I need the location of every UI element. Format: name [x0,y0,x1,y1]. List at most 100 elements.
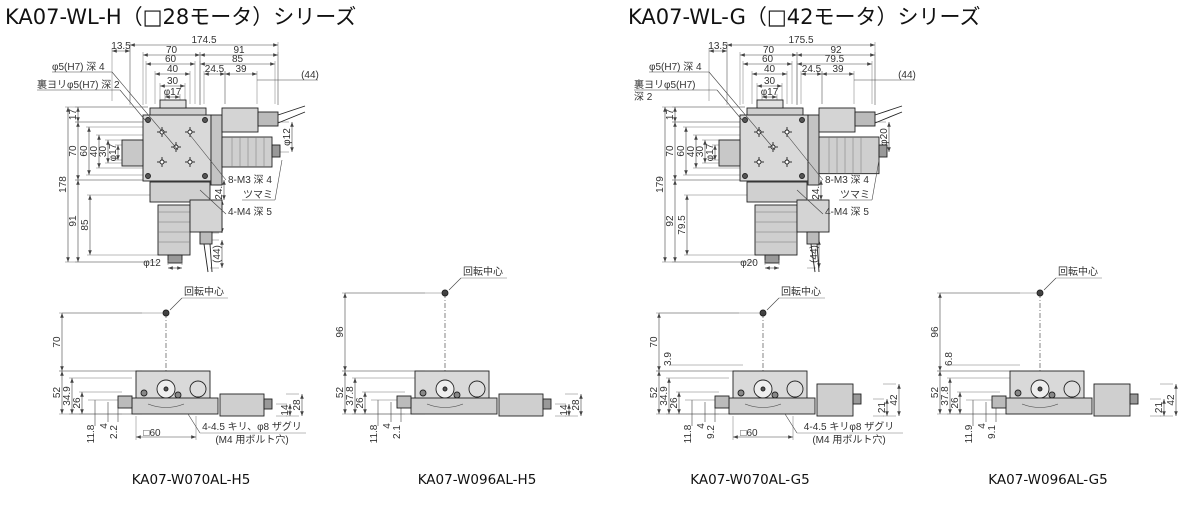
dimension-label: 30 [98,146,109,158]
arrow-head [60,313,64,318]
arrow-head [777,84,782,88]
arrow-head [252,72,257,76]
dimension-label: 91 [68,215,79,227]
arrow-head [694,135,698,140]
rotation-center-label: 回転中心 [1058,265,1098,278]
arrow-head [685,195,689,200]
arrow-head [222,180,226,185]
arrow-head [222,195,226,200]
screw [140,389,148,397]
arrow-head [146,62,151,66]
center-hole [163,386,169,392]
arrow-head [204,72,209,76]
dimension-label: 11.8 [683,424,694,443]
arrow-head [66,107,70,112]
arrow-head [200,62,205,66]
side-motor [818,136,880,175]
stage-base [410,397,498,415]
dimension-label: 28 [571,399,582,411]
arrow-head [87,127,91,132]
dimension-label: 96 [335,326,346,338]
arrow-head [76,117,80,122]
side-rail [807,114,820,186]
arrow-head [740,53,745,57]
dimension-label: 34.9 [659,386,670,406]
stage-base [131,397,219,415]
leader-line [786,134,824,181]
tapped-hole [187,129,193,135]
arrow-head [673,180,677,185]
arrow-head [663,257,667,262]
dimension-label: φ20 [879,128,890,146]
dimension-label: 60 [676,145,687,157]
arrow-head [60,366,64,371]
arrow-head [220,263,224,268]
motor [1093,383,1131,417]
corner-hole [145,117,151,123]
motor-knob [263,398,273,410]
dimension-label: 4 [696,423,707,429]
arrow-head [849,72,854,76]
arrow-head [60,371,64,376]
arrow-head [958,392,962,397]
arrow-head [363,392,367,397]
arrow-head [106,158,110,163]
rotation-center-label: 回転中心 [463,265,503,278]
dimension-label: 11.9 [964,424,975,443]
dimension-label: 37.8 [940,386,951,406]
arrow-head [673,117,677,122]
arrow-head [762,95,767,99]
worm-knob-front [991,395,1007,409]
arrow-head [765,266,770,270]
arrow-head [1162,411,1166,416]
arrow-head [722,49,727,53]
arrow-head [673,122,677,127]
cable [874,105,903,116]
side-rail [210,114,223,186]
arrow-head [273,43,278,47]
arrow-head [76,122,80,127]
arrow-head [80,409,84,414]
arrow-head [657,313,661,318]
center-hole [760,386,766,392]
bottom-knob [764,254,780,264]
arrow-head [713,155,717,160]
dimension-label: 34.9 [62,386,73,406]
arrow-head [938,409,942,414]
note-back-hole: 裏ヨリφ5(H7) [634,78,696,91]
dimension-label: 175.5 [788,35,813,46]
tapped-hole [784,129,790,135]
screw [1048,391,1056,399]
arrow-head [270,62,275,66]
dimension-label: 30 [764,76,776,87]
arrow-head [677,392,681,397]
arrow-head [673,175,677,180]
dimension-label: 37.8 [345,386,356,406]
hole-note: 4-4.5 キリφ8 ザグリ [804,420,894,433]
arrow-head [353,409,357,414]
arrow-head [76,175,80,180]
arrow-head [684,127,688,132]
dimension-label: φ12 [282,128,293,146]
arrow-head [870,53,875,57]
dimension-label: 26 [669,397,680,409]
arrow-head [822,72,827,76]
leader-line [169,297,183,311]
dimension-label: 79.5 [825,54,845,65]
arrow-head [657,371,661,376]
bottom-knob [167,254,183,264]
dimension-label: 42 [1166,394,1177,406]
motor-connector-box [221,107,259,133]
worm-knob-front [117,395,133,409]
arrow-head [143,53,148,57]
dimension-label: 24.5 [205,64,225,75]
dimension-label: 24.5 [802,64,822,75]
dimension-label: 13.5 [708,41,728,52]
leader-line [708,71,776,151]
worm-knob-front [714,395,730,409]
screw [737,389,745,397]
arrow-head [797,53,802,57]
leader-line [274,159,283,201]
arrow-head [175,95,180,99]
